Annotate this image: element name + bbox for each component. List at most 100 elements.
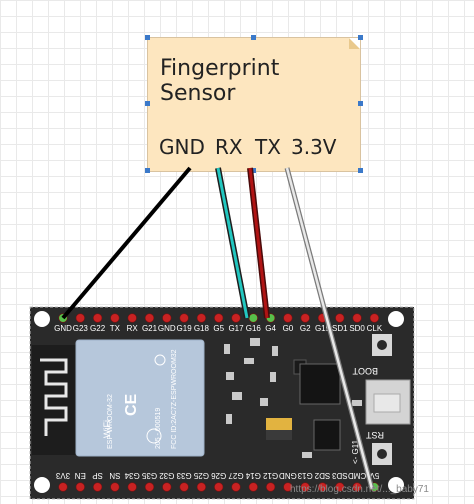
g11-label: <- G11 [351, 439, 360, 464]
bottom-pin-2[interactable] [92, 482, 103, 492]
smd-part [226, 414, 232, 424]
smd-part [250, 338, 260, 346]
bottom-pin-6[interactable] [162, 482, 172, 492]
bottom-pin-7[interactable] [179, 482, 189, 492]
module-text-3: 205 - 000519 [155, 408, 162, 449]
top-pin-label-7: G19 [177, 324, 193, 333]
top-pin-1[interactable] [75, 313, 85, 323]
top-pin-label-1: G23 [73, 324, 89, 333]
bottom-pin-label-17: CMD [348, 471, 366, 480]
bottom-pin-16[interactable] [335, 482, 345, 492]
bottom-pin-11[interactable] [248, 482, 258, 492]
top-pin-label-10: G17 [228, 324, 244, 333]
top-pin-13[interactable] [283, 313, 293, 323]
esp-wroom-module [75, 339, 205, 457]
module-text-4: FCC ID:2AC7Z-ESPWROOM32 [171, 349, 178, 449]
top-pin-9[interactable] [214, 313, 224, 323]
bottom-pin-label-5: G35 [141, 471, 157, 480]
top-pin-label-2: G22 [90, 324, 106, 333]
tantalum-capacitor-band [266, 430, 292, 440]
bottom-pin-label-14: G13 [297, 471, 313, 480]
smd-part [270, 372, 276, 382]
bottom-pin-13[interactable] [283, 482, 293, 492]
bottom-pin-label-7: G33 [176, 471, 192, 480]
bottom-pin-10[interactable] [231, 482, 241, 492]
mount-hole-bl [34, 477, 50, 493]
resize-handle-bm[interactable] [251, 168, 256, 173]
resize-handle-tm[interactable] [251, 35, 256, 40]
top-pin-4[interactable] [127, 313, 137, 323]
mount-hole-tl [34, 311, 50, 327]
smd-part [272, 346, 278, 356]
top-pin-14[interactable] [300, 313, 310, 323]
regulator-ic [313, 419, 341, 451]
usb-connector-inner [373, 393, 401, 413]
top-pin-3[interactable] [110, 313, 120, 323]
bottom-pin-label-9: G26 [211, 471, 227, 480]
top-pin-7[interactable] [179, 313, 189, 323]
bottom-pin-0[interactable] [58, 482, 68, 492]
sensor-pin-gnd: GND [159, 135, 205, 159]
top-pin-18[interactable] [369, 313, 380, 323]
top-pin-label-17: SD0 [349, 324, 365, 333]
bottom-pin-9[interactable] [214, 482, 224, 492]
resize-handle-tl[interactable] [145, 35, 150, 40]
wire-rx[interactable] [216, 167, 249, 319]
top-pin-10[interactable] [231, 313, 241, 323]
mount-hole-tr [388, 311, 404, 327]
smd-part [260, 398, 268, 406]
module-mark-circle [154, 354, 166, 366]
smd-part [226, 372, 234, 380]
rst-button-cap [377, 449, 387, 459]
bottom-pin-label-10: G27 [228, 471, 244, 480]
top-pin-label-5: G21 [142, 324, 158, 333]
bottom-pin-label-15: SD2 [314, 471, 330, 480]
resize-handle-bl[interactable] [145, 168, 150, 173]
top-pin-label-0: GND [54, 324, 72, 333]
top-pin-8[interactable] [196, 313, 206, 323]
top-pin-label-3: TX [110, 324, 121, 333]
wire-tx[interactable] [248, 167, 269, 319]
antenna-area [32, 345, 76, 455]
top-pin-17[interactable] [352, 313, 362, 323]
top-pin-5[interactable] [144, 313, 155, 323]
usb-uart-chip [299, 363, 341, 405]
wifi-logo: WiFi [102, 420, 112, 438]
smd-part [302, 452, 312, 458]
top-pin-6[interactable] [162, 313, 172, 323]
boot-label: BOOT [352, 366, 378, 376]
rst-label: RST [365, 430, 384, 440]
boot-button-cap [377, 340, 387, 350]
resize-handle-br[interactable] [358, 168, 363, 173]
sensor-title: Fingerprint Sensor [160, 56, 280, 106]
bottom-pin-15[interactable] [317, 482, 328, 492]
sensor-pin-3v3: 3.3V [291, 135, 337, 159]
bottom-pin-12[interactable] [266, 482, 276, 492]
sensor-pin-tx: TX [255, 135, 281, 159]
top-pin-11[interactable] [248, 313, 258, 323]
bottom-pin-3[interactable] [110, 482, 120, 492]
top-pin-16[interactable] [335, 313, 345, 323]
sensor-pin-rx: RX [215, 135, 243, 159]
bottom-pin-8[interactable] [196, 482, 206, 492]
fingerprint-sensor-note[interactable]: Fingerprint Sensor GND RX TX 3.3V [147, 37, 361, 172]
top-pin-label-15: G15 [315, 324, 331, 333]
wire-gnd[interactable] [61, 166, 192, 320]
bottom-pin-14[interactable] [300, 482, 310, 492]
top-pin-2[interactable] [92, 313, 103, 323]
bottom-pin-1[interactable] [75, 482, 85, 492]
top-pin-label-18: CLK [367, 324, 383, 333]
top-pin-label-14: G2 [300, 324, 311, 333]
top-pin-label-9: G5 [213, 324, 224, 333]
resize-handle-mr[interactable] [358, 101, 363, 106]
resize-handle-tr[interactable] [358, 35, 363, 40]
bottom-pin-5[interactable] [144, 482, 155, 492]
resize-handle-ml[interactable] [145, 101, 150, 106]
bottom-pin-4[interactable] [127, 482, 137, 492]
bottom-pin-label-2: SP [92, 471, 103, 480]
top-pin-label-13: G0 [283, 324, 294, 333]
wire-3v3[interactable] [285, 167, 374, 490]
bottom-pin-17[interactable] [352, 482, 362, 492]
